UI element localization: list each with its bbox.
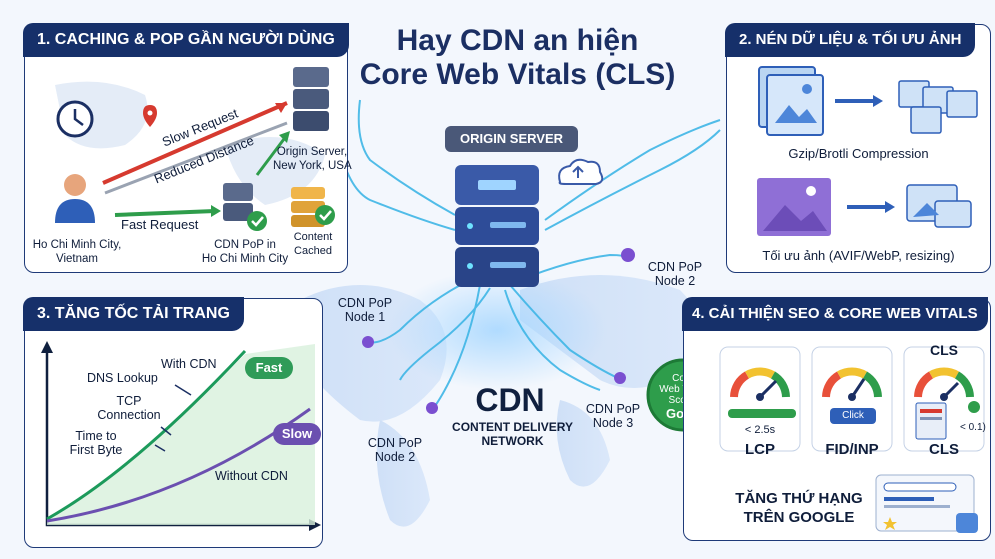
click-button-label: Click [842,410,864,421]
node2-line-1: CDN PoP [647,260,703,274]
pop-line-1: CDN PoP in [214,239,276,251]
panel1-header: 1. CACHING & POP GẦN NGƯỜI DÙNG [23,23,349,57]
slow-pill: Slow [273,423,321,445]
cached-line-2: Cached [294,245,332,257]
panel2-illustration [757,66,978,236]
origin-server-badge: ORIGIN SERVER [445,126,578,152]
panel-page-speed: 3. TĂNG TỐC TẢI TRANG With CDN Fast Slow… [23,297,323,548]
cls-top-label: CLS [930,342,958,358]
ttfb-line-1: Time to [75,429,117,443]
fast-request-label: Fast Request [121,217,199,232]
cdn-label: CDN [475,382,545,418]
panel2-header: 2. NÉN DỮ LIỆU & TỐI ƯU ẢNH [725,23,976,57]
node1-line-1: CDN PoP [337,296,393,310]
fid-label: FID/INP [825,441,879,458]
origin-location-label: Origin Server, New York, USA [273,145,352,173]
title-line-1: Hay CDN an hiện [396,24,639,57]
origin-line-2: New York, USA [273,160,352,172]
cdn-full-line-2: NETWORK [481,434,544,448]
lcp-label: LCP [745,441,775,458]
rank-line-1: TĂNG THỨ HẠNG [735,490,863,507]
cached-line-1: Content [293,231,333,243]
user-location-label: Ho Chi Minh City, Vietnam [27,238,127,266]
node4-line-1: CDN PoP [367,436,423,450]
node3-line-1: CDN PoP [585,402,641,416]
tcp-line-1: TCP [116,394,142,408]
rank-label: TĂNG THỨ HẠNG TRÊN GOOGLE [724,489,874,527]
title-line-2: Core Web Vitals (CLS) [359,58,676,91]
panel-seo-vitals: 4. CẢI THIỆN SEO & CORE WEB VITALS [682,297,991,541]
node2-line-2: Node 2 [654,274,696,288]
page-title: Hay CDN an hiện Core Web Vitals (CLS) [330,24,705,92]
ttfb-line-2: First Byte [69,443,123,457]
vitals-gauges [719,346,985,533]
node3-line-2: Node 3 [592,416,634,430]
content-cached-label: Content Cached [283,230,343,258]
with-cdn-label: With CDN [161,357,217,371]
origin-line-1: Origin Server, [276,146,348,158]
panel3-header: 3. TĂNG TỐC TẢI TRANG [23,297,244,331]
user-line-2: Vietnam [56,253,98,265]
speed-chart [41,341,321,531]
image-optimization-label: Tối ưu ảnh (AVIF/WebP, resizing) [762,248,955,263]
cls-value: < 0.1) [960,422,986,433]
cdn-full-name: CONTENT DELIVERY NETWORK [445,420,580,448]
dns-lookup-label: DNS Lookup [87,371,158,385]
tcp-line-2: Connection [97,408,161,422]
compression-label: Gzip/Brotli Compression [788,146,929,161]
lcp-value: < 2.5s [744,424,776,436]
node1-line-2: Node 1 [344,310,386,324]
panel4-header: 4. CẢI THIỆN SEO & CORE WEB VITALS [682,297,988,331]
rank-line-2: TRÊN GOOGLE [743,509,855,526]
pop-hcm-label: CDN PoP in Ho Chi Minh City [195,238,295,266]
node4-line-2: Node 2 [374,450,416,464]
cls-label: CLS [929,441,959,458]
cdn-full-line-1: CONTENT DELIVERY [452,420,573,434]
panel-compression: 2. NÉN DỮ LIỆU & TỐI ƯU ẢNH Gzip/Brotl [725,23,991,273]
panel-caching-pop: 1. CACHING & POP GẦN NGƯỜI DÙNG [23,23,352,273]
user-line-1: Ho Chi Minh City, [32,239,122,251]
fast-pill: Fast [245,357,293,379]
panel1-illustration [55,67,335,231]
pop-line-2: Ho Chi Minh City [201,253,289,265]
without-cdn-label: Without CDN [215,469,288,483]
